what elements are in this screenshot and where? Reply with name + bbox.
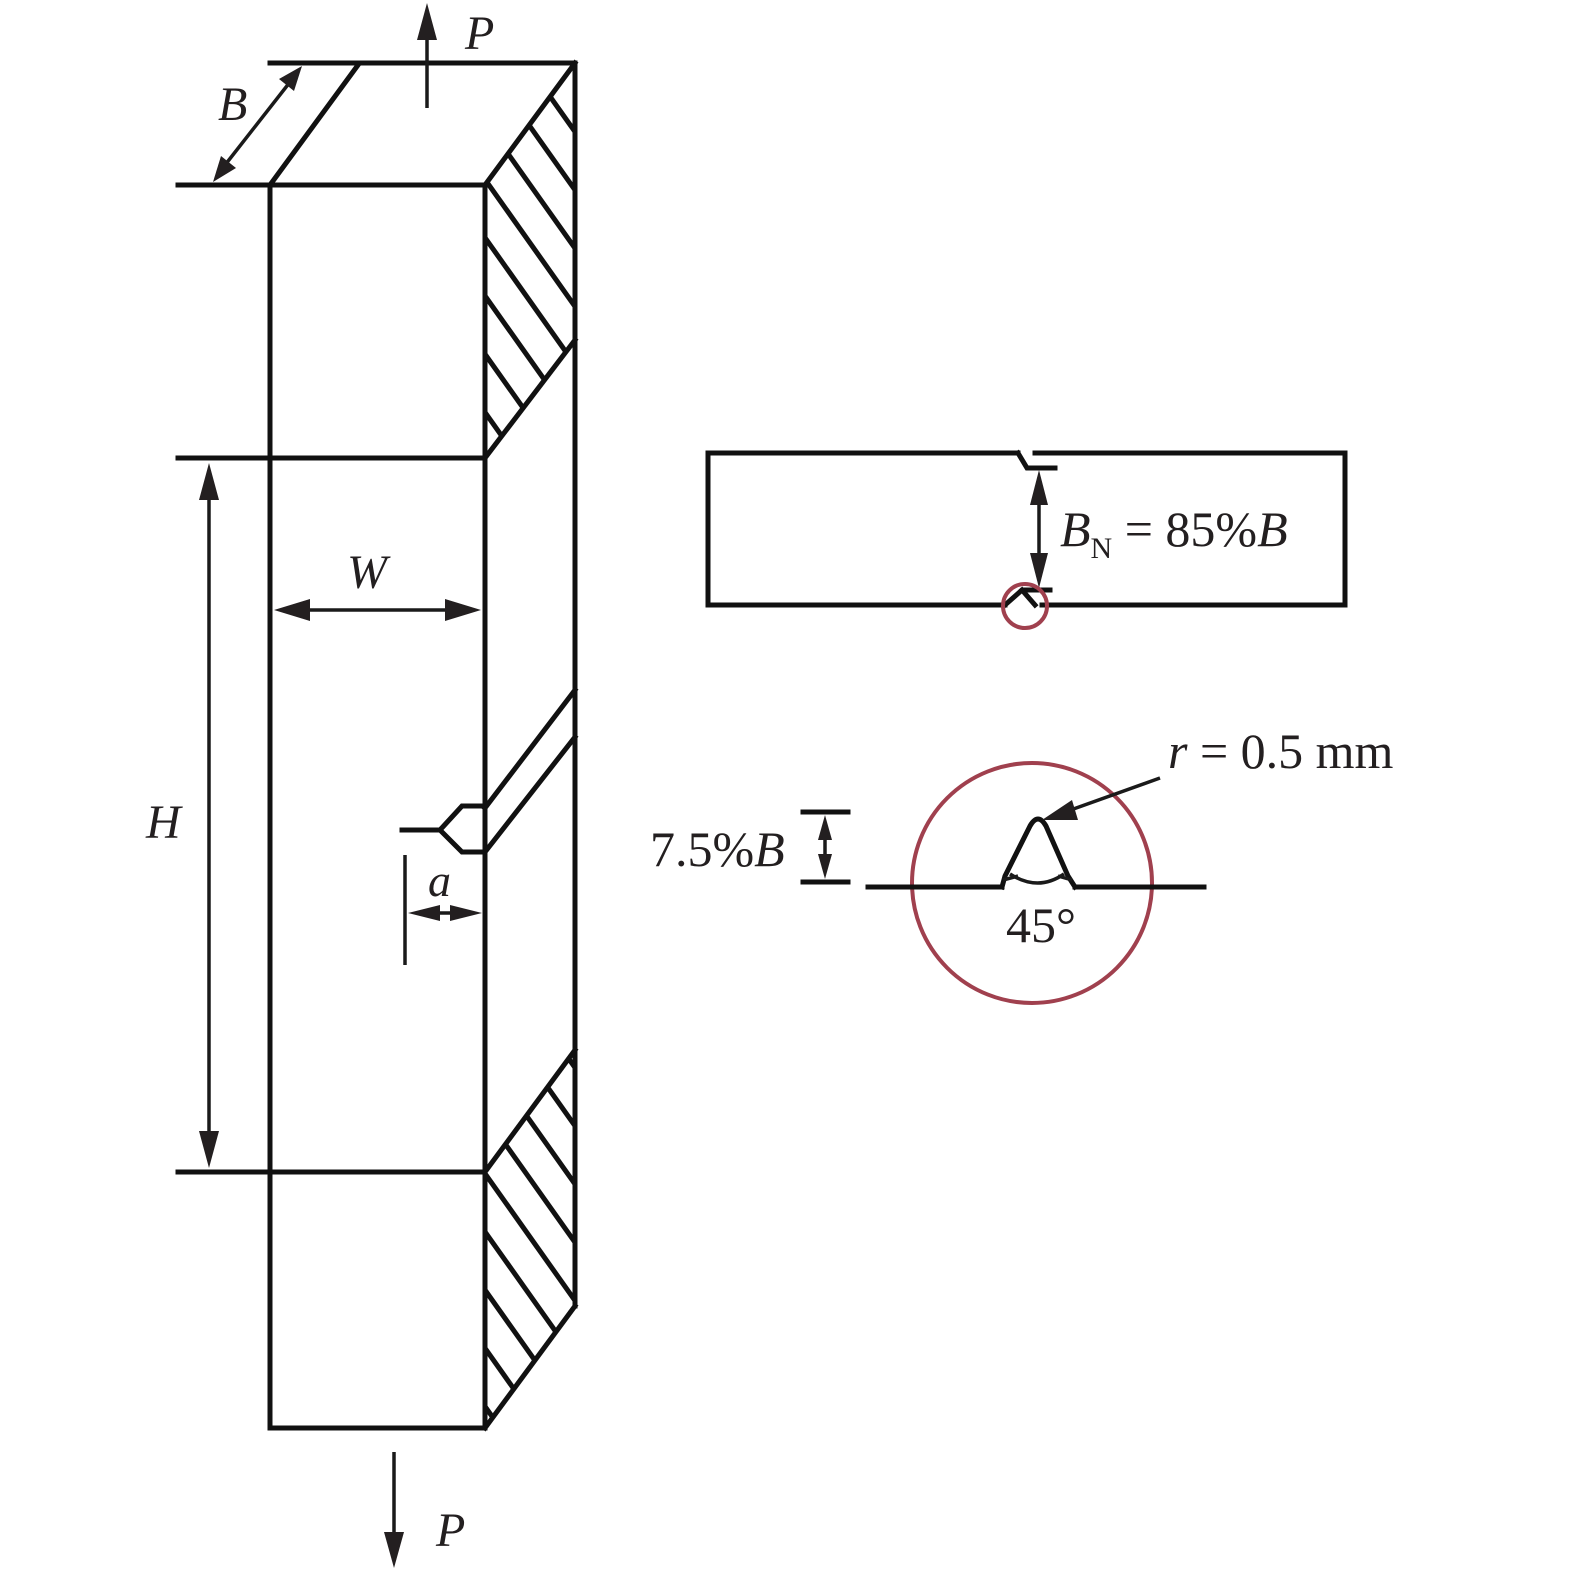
notch-angle-arc: [1009, 872, 1065, 885]
top-left-slant-edge: [266, 61, 362, 189]
crack-length-dimension: [403, 855, 482, 965]
top-right-slant-edge: [481, 59, 579, 189]
radius-leader-line: [1064, 776, 1161, 814]
notch-depth-label: 7.5%B: [650, 821, 785, 877]
gauge-top-slant: [481, 336, 579, 462]
notch-angle-label: 45°: [1006, 897, 1076, 953]
load-label-bottom: P: [435, 1504, 465, 1557]
side-groove-top: [1014, 449, 1058, 471]
load-arrow-top: [417, 3, 437, 108]
net-thickness-label: BN = 85%B: [1060, 501, 1288, 565]
notch-detail: [800, 761, 1207, 1005]
hatch-bottom-grip: [485, 1050, 577, 1428]
gauge-bottom-slant: [481, 1046, 579, 1176]
crack-notch: [399, 686, 579, 856]
load-arrow-bottom: [384, 1452, 404, 1568]
specimen-3d: [175, 59, 579, 1432]
thickness-label: B: [218, 78, 247, 131]
notch-detail-circle: [910, 761, 1154, 1005]
bottom-right-slant-edge: [481, 1302, 579, 1432]
height-dimension-arrow: [199, 463, 219, 1168]
load-label-top: P: [464, 7, 494, 60]
cross-section: [705, 449, 1348, 630]
height-label: H: [145, 796, 183, 849]
crack-length-label: a: [428, 855, 451, 906]
width-dimension-arrow: [274, 599, 481, 621]
front-face: [267, 182, 488, 1431]
width-label: W: [347, 546, 391, 599]
notch-profile: [998, 816, 1079, 891]
hatch-top-grip: [485, 63, 577, 460]
notch-radius-label: r = 0.5 mm: [1168, 723, 1394, 779]
cross-section-right-outline: [1032, 450, 1348, 608]
groove-highlight-circle: [1001, 582, 1049, 630]
thickness-dimension-arrow: [213, 66, 302, 182]
cross-section-left-outline: [705, 450, 1021, 608]
